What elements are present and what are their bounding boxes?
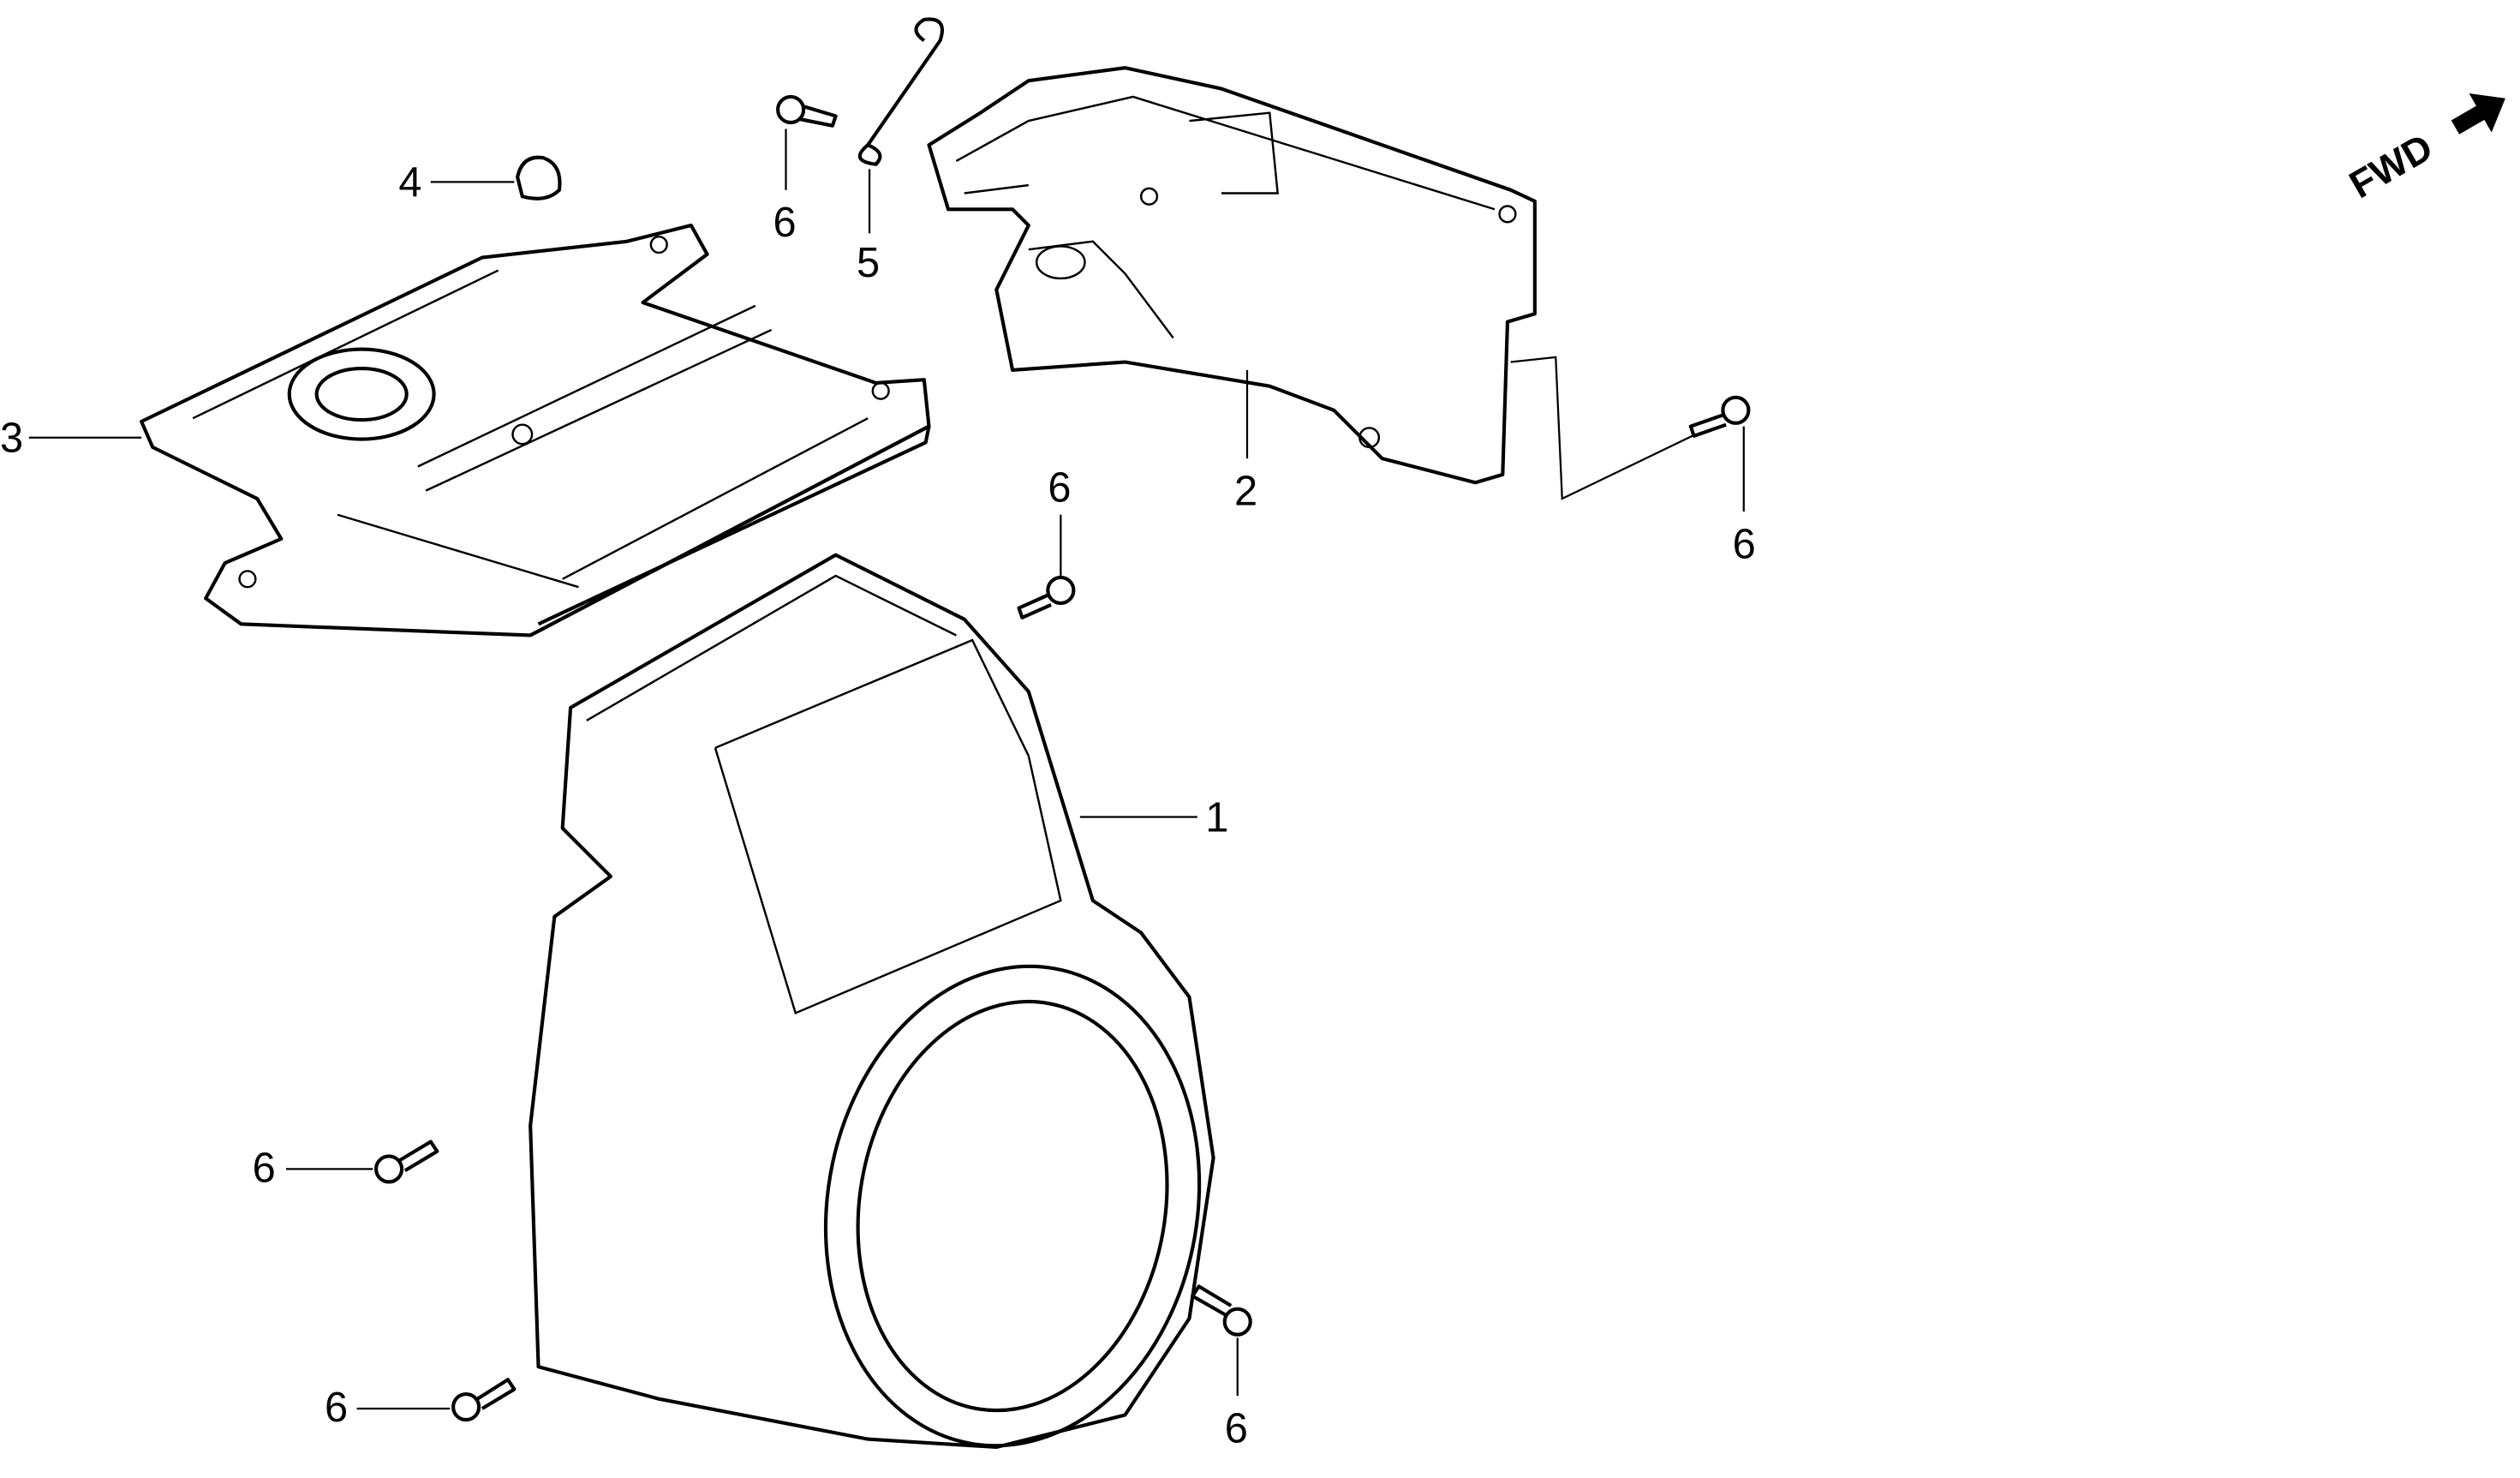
shroud-plate-part — [927, 66, 1537, 485]
arrow-icon — [2451, 93, 2505, 135]
callout-3: 3 — [0, 416, 23, 462]
bolt-mid — [1017, 575, 1076, 619]
clip-part — [857, 17, 945, 166]
callout-6-right: 6 — [1733, 521, 1756, 567]
callout-6-mid: 6 — [1048, 465, 1071, 512]
bolt-bottom-right — [1191, 1284, 1252, 1337]
bolt-bottom-left — [451, 1378, 517, 1422]
callout-6-left: 6 — [253, 1145, 276, 1191]
callout-2: 2 — [1234, 469, 1257, 515]
top-cover-part — [140, 223, 931, 637]
callout-1: 1 — [1205, 794, 1228, 841]
callout-4: 4 — [398, 159, 421, 206]
callout-6-bottom-left: 6 — [325, 1385, 348, 1431]
plug-part — [516, 155, 562, 200]
callout-6-bottom-right: 6 — [1225, 1405, 1248, 1451]
fwd-label: FWD — [2342, 125, 2439, 206]
bolt-top — [776, 94, 838, 128]
bolt-right — [1688, 395, 1751, 438]
fan-cover-part — [528, 553, 1215, 1450]
bolt-left — [373, 1140, 439, 1184]
forward-direction-indicator: FWD — [2342, 93, 2505, 206]
callout-6-top: 6 — [773, 200, 796, 246]
callout-5: 5 — [857, 240, 880, 286]
